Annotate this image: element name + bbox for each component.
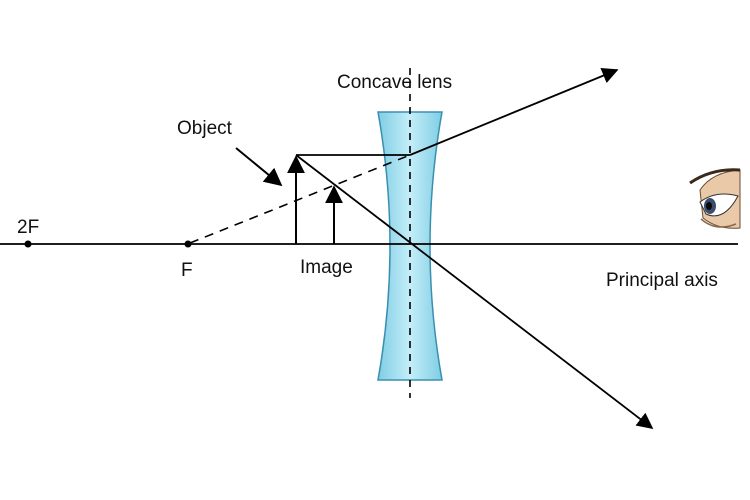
focal-point-2f (24, 240, 32, 248)
ray-parallel-refracted (409, 68, 619, 156)
object-label: Object (177, 118, 232, 139)
lens-label: Concave lens (337, 72, 453, 93)
focal-point-f (184, 240, 192, 248)
concave-lens (377, 111, 443, 381)
focal-point-label: F (181, 260, 193, 281)
double-focal-point-label: 2F (17, 217, 40, 238)
object-pointer-arrow (235, 147, 283, 187)
image-label: Image (300, 257, 353, 278)
ray-through-center (295, 154, 654, 429)
virtual-ray-extension (189, 154, 411, 244)
eye-icon (689, 168, 741, 229)
principal-axis-label: Principal axis (606, 270, 718, 291)
